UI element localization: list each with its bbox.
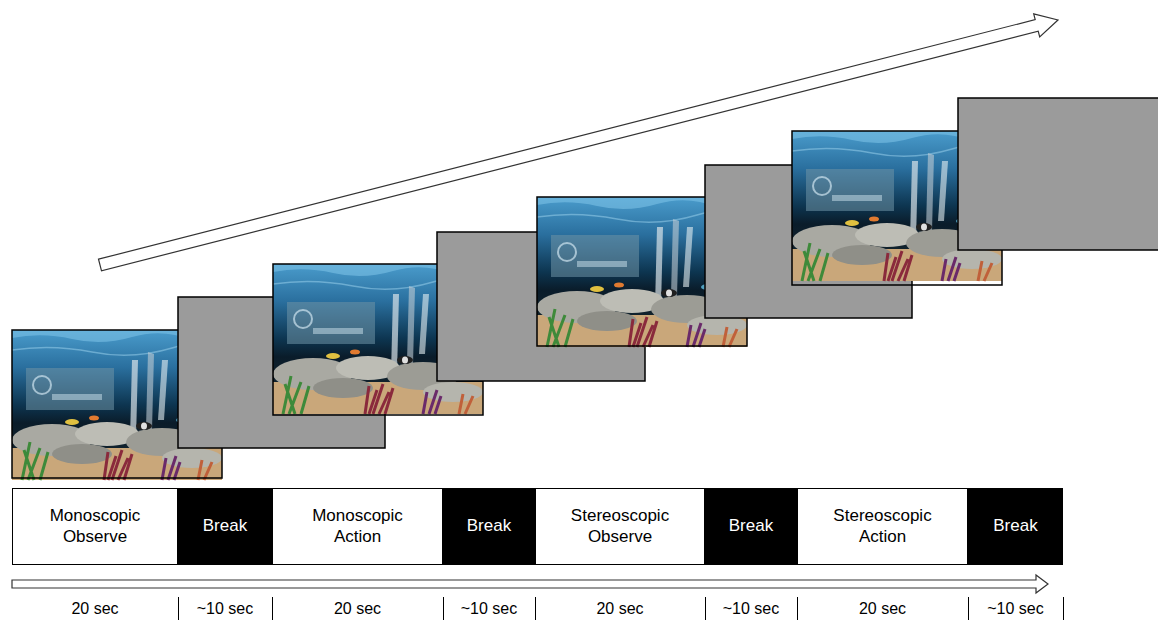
cell-label: Break: [973, 516, 1058, 536]
duration-label: 20 sec: [12, 598, 178, 620]
duration-label: ~10 sec: [968, 598, 1063, 620]
condition-cell: Monoscopic Observe: [12, 488, 178, 565]
cell-label: Break: [710, 516, 792, 536]
condition-cell: Stereoscopic Action: [797, 488, 968, 565]
break-cell: Break: [443, 488, 535, 565]
condition-cell: Stereoscopic Observe: [535, 488, 705, 565]
cell-label: Stereoscopic Action: [823, 506, 943, 547]
duration-dividers: [179, 597, 1064, 620]
break-cell: Break: [705, 488, 797, 565]
condition-cell: Monoscopic Action: [272, 488, 443, 565]
screen-sequence: [12, 98, 1158, 480]
cell-label: Break: [448, 516, 530, 536]
break-cell: Break: [968, 488, 1063, 565]
duration-label: ~10 sec: [443, 598, 535, 620]
time-arrow: [12, 575, 1048, 593]
break-cell: Break: [178, 488, 272, 565]
cell-label: Stereoscopic Observe: [560, 506, 680, 547]
cell-label: Monoscopic Observe: [35, 506, 155, 547]
duration-label: ~10 sec: [705, 598, 797, 620]
duration-label: 20 sec: [535, 598, 705, 620]
duration-label: 20 sec: [272, 598, 443, 620]
duration-label: ~10 sec: [178, 598, 272, 620]
duration-label: 20 sec: [797, 598, 968, 620]
cell-label: Monoscopic Action: [298, 506, 418, 547]
cell-label: Break: [183, 516, 267, 536]
